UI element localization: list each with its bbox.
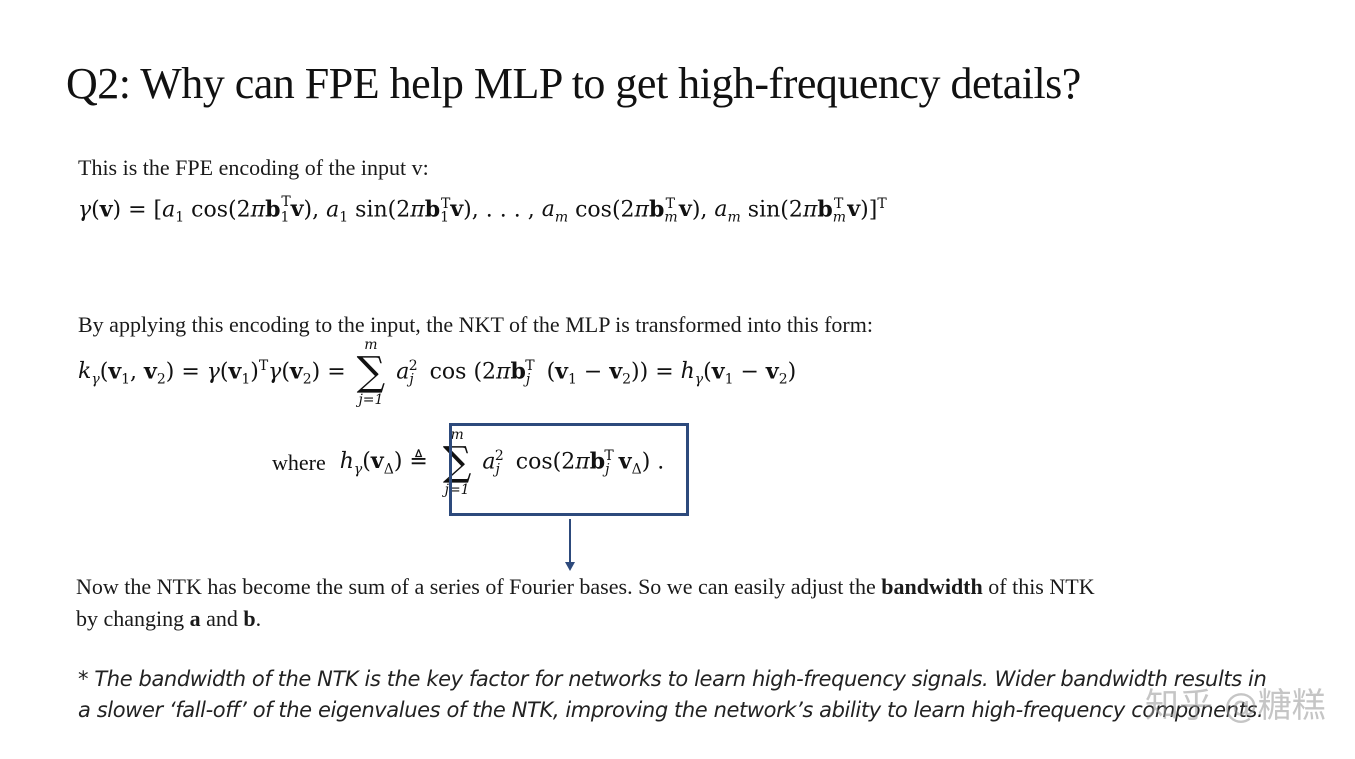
- intro-text: This is the FPE encoding of the input v:: [78, 155, 429, 180]
- summation-symbol: m∑j=1: [356, 337, 386, 408]
- footnote-line-2: a slower ‘fall-off’ of the eigenvalues o…: [78, 698, 1264, 722]
- watermark: 知乎 @糖糕: [1145, 686, 1326, 726]
- transform-text: By applying this encoding to the input, …: [78, 312, 873, 337]
- arrow-down-icon: [569, 519, 571, 565]
- bandwidth-emphasis: bandwidth: [881, 574, 983, 599]
- kernel-formula: kγ(v1, v2) = γ(v1)Tγ(v2) = m∑j=1 aj2 cos…: [78, 337, 797, 408]
- slide-title: Q2: Why can FPE help MLP to get high-fre…: [66, 59, 1081, 108]
- conclusion-line-1: Now the NTK has become the sum of a seri…: [76, 574, 1095, 599]
- conclusion-line-2: by changing a and b.: [76, 606, 262, 631]
- where-label: where: [272, 450, 326, 475]
- footnote-line-1: * The bandwidth of the NTK is the key fa…: [78, 667, 1267, 691]
- highlight-box: [449, 423, 689, 516]
- encoding-formula: γ(v) = [a1 cos(2πb1Tv), a1 sin(2πb1Tv), …: [78, 194, 887, 226]
- arrow-head-icon: [565, 562, 575, 571]
